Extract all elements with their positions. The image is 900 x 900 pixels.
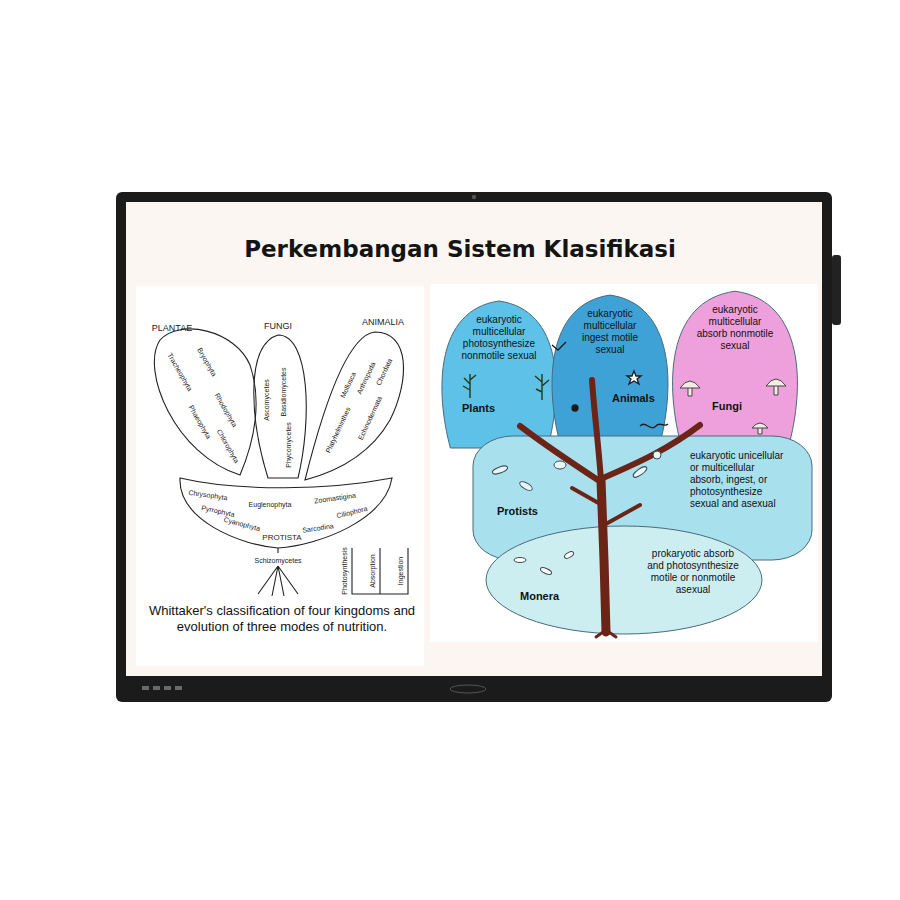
monitor-bezel <box>116 192 832 702</box>
brand-badge <box>450 685 486 693</box>
indicator-icon <box>153 686 160 690</box>
taxon-label: Euglenophyta <box>249 501 292 508</box>
protist-icons <box>491 451 661 492</box>
tree-branch <box>603 425 700 478</box>
taxon-label: Schizomycetes <box>254 557 301 564</box>
kingdom-lobe: eukaryotic multicellular photosynthesize… <box>435 298 563 448</box>
evolution-tree <box>520 380 700 637</box>
slide-title: Perkembangan Sistem Klasifikasi <box>130 236 790 262</box>
side-tab <box>832 255 841 325</box>
star-icon <box>627 371 641 384</box>
animalia-lobe <box>305 332 404 480</box>
mushroom-icon <box>680 381 700 396</box>
ant-icon <box>572 405 578 411</box>
taxon-label: Ascomycetes <box>263 379 270 421</box>
worm-icon <box>640 424 668 428</box>
protist-icon <box>632 465 649 479</box>
taxon-label: Photosynthesis <box>341 547 348 594</box>
taxon-label: FUNGI <box>264 322 292 331</box>
indicator-icon <box>142 686 149 690</box>
fungi-lobe <box>254 335 306 478</box>
plant-icons <box>463 374 549 400</box>
tree-branch <box>520 426 601 482</box>
mushroom-icon <box>752 423 768 434</box>
stem <box>277 548 278 553</box>
plant-icon <box>535 374 549 400</box>
monera-icons <box>514 550 575 575</box>
taxon-label: PROTISTA <box>262 534 301 542</box>
indicator-icons <box>142 686 182 690</box>
tree-twig <box>604 505 640 525</box>
tree-branch <box>592 380 601 480</box>
kingdom-lobe: eukaryotic multicellular absorb nonmotil… <box>665 288 805 448</box>
indicator-icon <box>164 686 171 690</box>
taxon-label: Ingestion <box>397 557 404 585</box>
animal-icons <box>552 342 668 428</box>
screen <box>126 202 822 676</box>
bird-icon <box>552 342 566 350</box>
kingdom-name: Protists <box>497 505 557 518</box>
monera-fan <box>258 566 298 596</box>
mushroom-icons <box>680 379 786 434</box>
kingdom-traits: prokaryotic absorb and photosynthesize m… <box>643 548 743 596</box>
plant-icon <box>463 374 476 398</box>
bacterium-icon <box>563 550 574 559</box>
nutrition-fork <box>352 548 408 594</box>
kingdom-traits: eukaryotic multicellular photosynthesize… <box>459 314 539 362</box>
taxon-label: ANIMALIA <box>362 318 404 327</box>
protist-icon <box>518 480 533 492</box>
lobe-shape <box>552 295 668 446</box>
protista-bowl <box>180 478 392 548</box>
lobe-shape <box>486 526 762 634</box>
tree-trunk <box>601 480 606 632</box>
mushroom-icon <box>766 379 786 395</box>
kingdom-lobe: Monera prokaryotic absorb and photosynthe… <box>486 526 762 634</box>
figure-caption: Whittaker's classification of four kingd… <box>140 603 424 635</box>
kingdom-name: Animals <box>612 392 672 405</box>
kingdom-lobe: eukaryotic multicellular ingest motile s… <box>545 292 675 446</box>
kingdom-traits: eukaryotic multicellular ingest motile s… <box>570 308 650 356</box>
taxon-label: Absorption <box>369 554 376 587</box>
bacterium-icon <box>540 566 553 576</box>
tree-root <box>596 630 616 637</box>
kingdom-traits: eukaryotic unicellular or multicellular … <box>690 450 786 510</box>
bacterium-icon <box>514 558 526 563</box>
lobe-shape <box>673 291 798 448</box>
taxon-label: PLANTAE <box>152 324 192 333</box>
protist-icon <box>491 464 508 475</box>
kingdom-name: Fungi <box>712 400 762 413</box>
protist-icon <box>554 461 566 469</box>
right-panel <box>430 284 818 642</box>
kingdom-name: Monera <box>520 590 580 603</box>
whittaker-tree <box>154 329 408 596</box>
left-panel <box>136 286 424 666</box>
taxon-label: Basidiomycetes <box>280 367 287 416</box>
kingdom-traits: eukaryotic multicellular absorb nonmotil… <box>695 304 775 352</box>
tree-twig <box>572 488 602 505</box>
camera-dot <box>472 195 476 199</box>
protist-icon <box>653 451 661 459</box>
indicator-icon <box>175 686 182 690</box>
plantae-lobe <box>154 329 256 475</box>
lobe-shape <box>442 301 556 448</box>
kingdom-name: Plants <box>462 402 522 415</box>
taxon-label: Phycomycetes <box>285 422 292 468</box>
